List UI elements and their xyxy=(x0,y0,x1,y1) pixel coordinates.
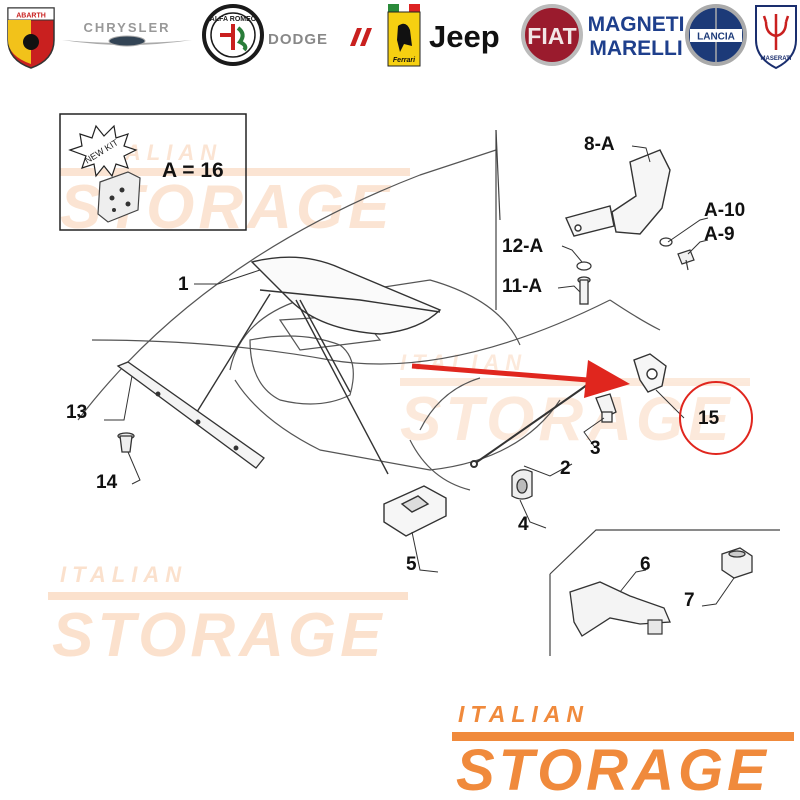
part-1-hatch xyxy=(191,256,442,475)
callout-a10: A-10 xyxy=(704,200,745,221)
lancia-logo-text: LANCIA xyxy=(697,32,735,43)
callout-a9: A-9 xyxy=(704,224,735,245)
callout-7: 7 xyxy=(684,590,695,611)
watermark-lower-line1: ITALIAN xyxy=(60,562,187,587)
part-3-clip xyxy=(595,393,617,423)
watermark-middle-line2: STORAGE xyxy=(400,385,733,454)
watermark-middle: ITALIAN STORAGE xyxy=(400,350,750,454)
lancia-logo: LANCIA xyxy=(685,4,747,66)
jeep-logo-text: Jeep xyxy=(429,19,500,54)
magneti-logo-line1: MAGNETI xyxy=(588,13,685,36)
part-6-latch xyxy=(549,529,780,656)
italian-storage-logo: ITALIAN STORAGE xyxy=(452,701,794,800)
dodge-logo-text: DODGE xyxy=(268,31,328,48)
dodge-logo: DODGE xyxy=(268,28,372,48)
watermark-lower: ITALIAN STORAGE xyxy=(48,562,408,670)
part-7-nut xyxy=(721,547,753,579)
part-14-push-pin xyxy=(117,432,135,453)
chrysler-logo-text: CHRYSLER xyxy=(83,20,170,35)
alfa-romeo-logo-text: ALFA ROMEO xyxy=(210,16,257,23)
red-pointer-arrow xyxy=(411,360,630,398)
part-a10-washer xyxy=(659,237,673,247)
abarth-logo: ABARTH xyxy=(7,7,55,69)
part-12a-washer xyxy=(576,261,592,271)
callout-1: 1 xyxy=(178,274,189,295)
callout-4: 4 xyxy=(518,514,529,535)
fiat-logo-text: FIAT xyxy=(527,23,576,49)
part-5-lock xyxy=(383,485,447,537)
jeep-logo: Jeep xyxy=(429,19,500,54)
callout-3: 3 xyxy=(590,438,601,459)
ferrari-logo-text: Ferrari xyxy=(393,57,416,64)
callout-2: 2 xyxy=(560,458,571,479)
callout-13: 13 xyxy=(66,402,87,423)
part-4-bushing xyxy=(511,469,533,500)
kit-formula-text: A = 16 xyxy=(162,159,224,182)
part-a9-bolt xyxy=(677,249,695,271)
magneti-marelli-logo: MAGNETI MARELLI xyxy=(588,13,685,60)
brand-logo-line2: STORAGE xyxy=(456,738,770,800)
ferrari-logo: Ferrari xyxy=(387,4,421,67)
part-15-bracket xyxy=(633,353,667,393)
part-11a-bolt xyxy=(577,276,591,305)
highlight-circle-15 xyxy=(679,381,753,455)
brand-logo-bar: ABARTH CHRYSLER ALFA ROMEO DODGE Ferrari… xyxy=(7,4,797,70)
callout-8a: 8-A xyxy=(584,134,615,155)
maserati-logo: MASERATI xyxy=(755,5,797,70)
callout-6: 6 xyxy=(640,554,651,575)
callout-12a: 12-A xyxy=(502,236,543,257)
alfa-romeo-logo: ALFA ROMEO xyxy=(202,4,264,66)
part-8a-hinge xyxy=(565,149,671,237)
callout-11a: 11-A xyxy=(502,276,542,297)
watermark-lower-line2: STORAGE xyxy=(52,601,385,670)
fiat-logo: FIAT xyxy=(521,4,583,66)
maserati-logo-text: MASERATI xyxy=(761,56,792,62)
callout-15: 15 xyxy=(698,408,720,429)
brand-logo-line1: ITALIAN xyxy=(458,701,589,727)
chrysler-logo: CHRYSLER xyxy=(62,20,192,47)
exploded-parts-diagram: ITALIAN STORAGE ITALIAN STORAGE ITALIAN … xyxy=(48,113,794,800)
new-kit-box: NEW KIT A = 16 xyxy=(59,113,247,231)
new-kit-starburst xyxy=(68,124,138,178)
abarth-logo-text: ABARTH xyxy=(16,13,46,20)
callout-5: 5 xyxy=(406,554,417,575)
magneti-logo-line2: MARELLI xyxy=(589,37,682,60)
part-13-trim-strip xyxy=(116,361,265,469)
kit-bag-icon xyxy=(97,171,141,223)
callout-14: 14 xyxy=(96,472,118,493)
